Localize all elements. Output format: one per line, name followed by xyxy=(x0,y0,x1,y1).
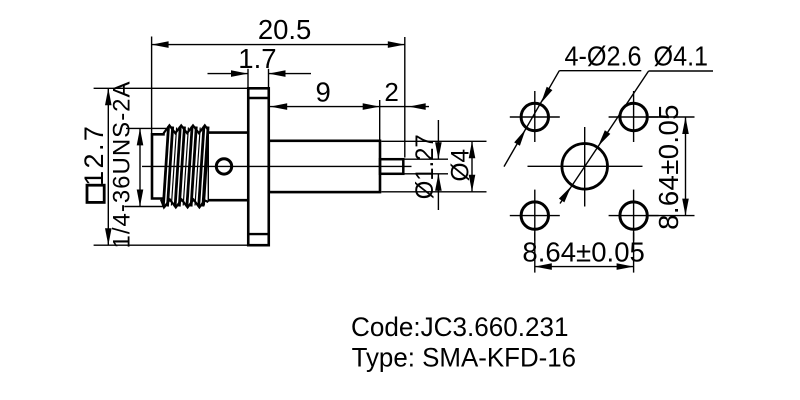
svg-text:8.64±0.05: 8.64±0.05 xyxy=(653,104,684,230)
svg-text:Ø4.1: Ø4.1 xyxy=(654,40,709,71)
svg-text:4-Ø2.6: 4-Ø2.6 xyxy=(565,40,642,71)
svg-text:Type: SMA-KFD-16: Type: SMA-KFD-16 xyxy=(352,343,576,373)
svg-text:Code:JC3.660.231: Code:JC3.660.231 xyxy=(351,312,569,342)
svg-text:1.7: 1.7 xyxy=(238,43,276,74)
svg-text:9: 9 xyxy=(316,77,331,108)
svg-text:2: 2 xyxy=(384,77,398,107)
svg-text:12.7: 12.7 xyxy=(79,124,109,186)
svg-text:Ø1.27: Ø1.27 xyxy=(411,134,439,199)
svg-text:20.5: 20.5 xyxy=(258,14,312,45)
svg-text:Ø4: Ø4 xyxy=(447,149,475,182)
svg-text:8.64±0.05: 8.64±0.05 xyxy=(522,237,645,268)
svg-text:1/4-36UNS-2A: 1/4-36UNS-2A xyxy=(108,80,135,248)
